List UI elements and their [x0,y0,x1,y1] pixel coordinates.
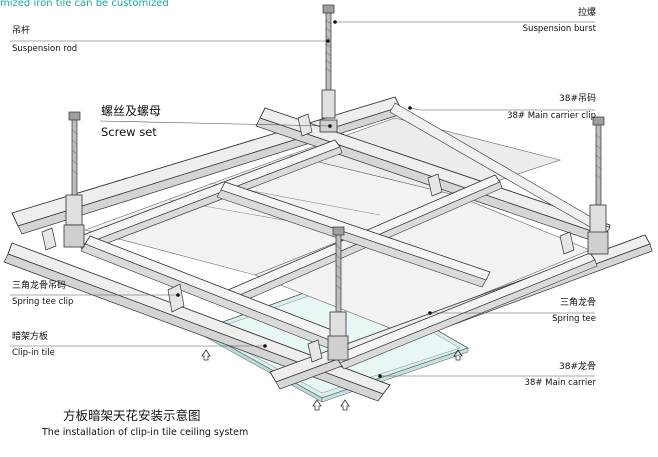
spring-tees [74,102,611,370]
label-suspension-rod-cn: 吊杆 [12,26,31,36]
label-suspension-rod-en: Suspension rod [12,44,78,54]
label-main-carrier-en: 38# Main carrier [524,378,596,388]
label-screw-set-cn: 螺丝及螺母 [101,104,162,118]
suspension-rod [587,116,609,255]
label-spring-tee-clip-en: Spring tee clip [12,297,74,307]
label-clip-in-tile-en: Clip-in tile [12,348,55,358]
label-spring-tee-clip-cn: 三角龙骨吊码 [12,281,67,291]
spring-tee-clips [41,113,575,363]
suspension-rod [319,4,338,133]
leader-lines [10,21,595,377]
label-main-carrier-clip-en: 38# Main carrier clip [507,111,596,121]
caption-cn: 方板暗架天花安装示意图 [63,408,201,423]
upward-arrows [201,349,463,411]
label-clip-in-tile-cn: 暗架方板 [12,332,49,342]
label-suspension-burst-en: Suspension burst [522,24,596,34]
label-suspension-burst-cn: 拉爆 [577,8,596,18]
label-main-carrier-clip-cn: 38#吊码 [559,94,596,104]
label-spring-tee-en: Spring tee [552,314,596,324]
label-main-carrier-cn: 38#龙骨 [559,362,596,372]
suspension-rod [327,226,349,361]
label-screw-set-en: Screw set [101,125,157,139]
suspension-rods [63,4,609,361]
leader-dots [176,20,432,378]
customization-banner: mized iron tile can be customized [0,0,169,9]
caption-en: The installation of clip-in tile ceiling… [42,427,249,438]
label-spring-tee-cn: 三角龙骨 [559,298,596,308]
suspension-rod [63,111,85,248]
